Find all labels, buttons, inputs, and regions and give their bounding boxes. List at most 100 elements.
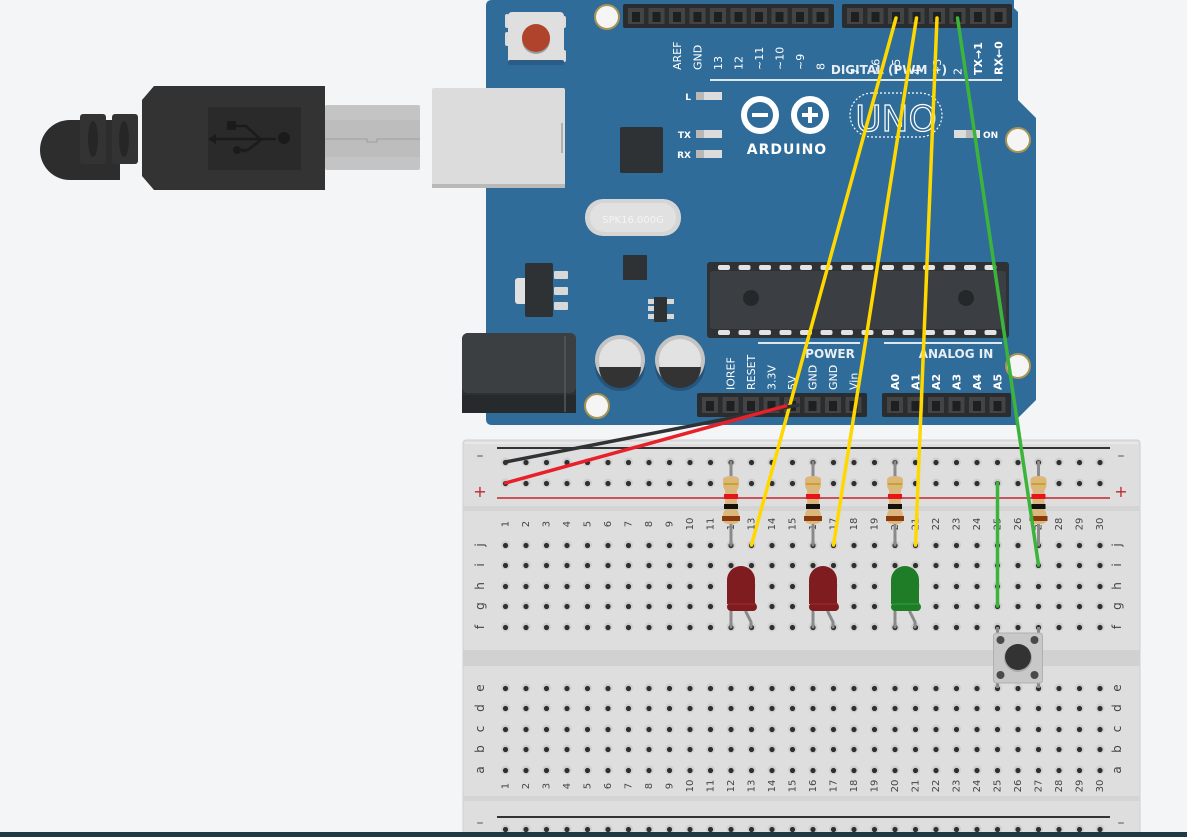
breadboard-hole-center (625, 826, 632, 833)
breadboard-hole-center (502, 685, 509, 692)
row-label: b (1110, 745, 1124, 753)
breadboard-hole-center (666, 726, 673, 733)
column-label: 1 (501, 783, 512, 789)
pin-label: ~5 (890, 59, 903, 75)
header-pin-socket (714, 12, 722, 22)
usb-cable-ring-shade (88, 121, 98, 157)
led-red-1[interactable] (727, 566, 757, 629)
led-green[interactable] (891, 566, 921, 629)
breadboard-hole-center (1056, 583, 1062, 590)
breadboard-hole-center (748, 705, 755, 712)
row-label: j (473, 543, 487, 547)
usb-cable[interactable] (40, 86, 420, 190)
chip-pin (718, 330, 730, 335)
resistor-band (886, 516, 904, 521)
wire-pin3[interactable] (913, 16, 939, 547)
breadboard-hole-center (605, 480, 611, 487)
breadboard-hole-center (523, 583, 529, 590)
pushbutton[interactable] (993, 627, 1043, 688)
wire-pin2[interactable] (955, 16, 1041, 567)
voltage-regulator (515, 263, 568, 317)
column-label: 1 (501, 521, 512, 527)
breadboard-hole-center (953, 726, 960, 733)
small-chip (623, 255, 647, 280)
breadboard-hole-center (687, 705, 693, 712)
breadboard-labels: 1122334455667788991010111112121313141415… (473, 518, 1124, 793)
breadboard-hole-center (1015, 685, 1021, 692)
resistor-band (1031, 494, 1046, 499)
breadboard-hole-center (892, 746, 898, 753)
resistor-4[interactable] (1029, 460, 1048, 547)
led-red-2[interactable] (809, 566, 839, 629)
breadboard-hole-center (1015, 583, 1021, 590)
arduino-uno-board[interactable]: SPK16.000G (432, 0, 1036, 425)
header-pin-socket (851, 12, 859, 22)
breadboard-hole-center (502, 746, 509, 753)
breadboard-hole-center (646, 603, 652, 610)
resistor-2[interactable] (804, 460, 822, 547)
breadboard-hole-center (625, 542, 632, 549)
chip-pin (718, 265, 730, 270)
resistor-band (888, 494, 902, 499)
header-pin-socket (849, 401, 858, 411)
breadboard-hole-center (502, 542, 509, 549)
breadboard-hole-center (974, 624, 980, 631)
breadboard-hole-center (605, 826, 611, 833)
breadboard-hole-center (851, 583, 857, 590)
breadboard-hole-center (605, 542, 611, 549)
breadboard-hole-center (1097, 746, 1103, 753)
led-tx-label: TX (678, 131, 691, 141)
breadboard-hole-center (564, 746, 570, 753)
breadboard-hole-center (748, 562, 755, 569)
dc-power-jack (462, 333, 576, 413)
breadboard-hole-center (994, 767, 1001, 774)
rail-plus-label-left: + (473, 482, 486, 501)
column-label: 5 (583, 521, 594, 527)
breadboard-hole-center (646, 480, 652, 487)
wire-pin4[interactable] (831, 16, 919, 547)
breadboard-hole-center (543, 826, 550, 833)
chip-pin (820, 330, 833, 335)
breadboard-hole-center (974, 705, 980, 712)
chip-pin (923, 265, 935, 270)
breadboard-hole-center (871, 746, 878, 753)
breadboard-hole-center (728, 746, 734, 753)
breadboard-hole-center (810, 726, 816, 733)
resistor-3[interactable] (886, 460, 904, 547)
breadboard-hole-center (1076, 459, 1083, 466)
breadboard-hole-center (1097, 459, 1103, 466)
led-rx-label: RX (677, 151, 691, 161)
column-label: 7 (624, 521, 635, 527)
breadboard-hole-center (666, 685, 673, 692)
breadboard-hole-center (625, 583, 632, 590)
header-pin-socket (775, 12, 784, 22)
breadboard-hole-center (974, 746, 980, 753)
breadboard-hole-center (564, 542, 570, 549)
row-label: b (473, 745, 487, 753)
resistor-body (805, 476, 821, 524)
column-label: 19 (870, 780, 881, 793)
reset-button[interactable] (505, 12, 566, 65)
breadboard-hole-center (953, 583, 960, 590)
breadboard-hole-center (769, 562, 775, 569)
column-label: 7 (624, 783, 635, 789)
resistor-1[interactable] (722, 460, 740, 547)
breadboard-hole-center (605, 746, 611, 753)
column-label: 16 (808, 780, 819, 793)
wire-5v[interactable] (503, 404, 788, 485)
rail-minus-label-bottom-right: – (1118, 815, 1125, 831)
row-label: g (473, 602, 487, 610)
wire-pin5[interactable] (749, 16, 898, 547)
breadboard-hole-center (523, 685, 529, 692)
breadboard-hole-center (502, 826, 509, 833)
breadboard-hole-center (687, 480, 693, 487)
breadboard-hole-center (1097, 603, 1103, 610)
breadboard-hole-center (584, 746, 591, 753)
breadboard-hole-center (912, 705, 919, 712)
breadboard-hole-center (953, 459, 960, 466)
breadboard-hole-center (830, 459, 837, 466)
breadboard-hole-center (933, 624, 939, 631)
breadboard-hole-center (707, 705, 714, 712)
